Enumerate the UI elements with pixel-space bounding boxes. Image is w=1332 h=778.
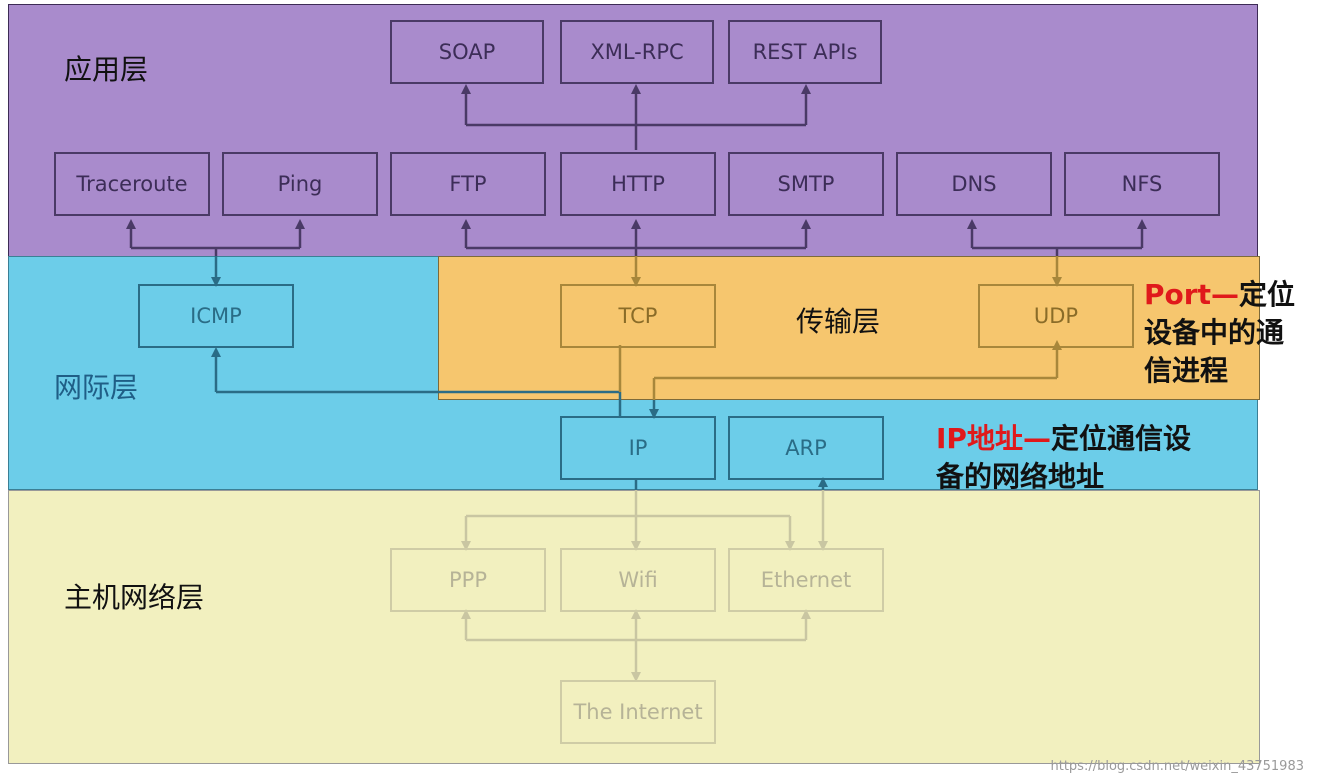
- port-annotation-term: Port—: [1144, 278, 1239, 311]
- protocol-box-ping: Ping: [222, 152, 378, 216]
- protocol-box-tcp: TCP: [560, 284, 716, 348]
- udp-to-ip-connector: [652, 340, 1062, 400]
- protocol-box-rest-apis: REST APIs: [728, 20, 882, 84]
- ip-annotation-line2: 备的网络地址: [936, 460, 1105, 493]
- port-annotation-line3: 信进程: [1144, 354, 1229, 387]
- port-annotation-line2: 设备中的通: [1144, 316, 1285, 349]
- protocol-box-ethernet: Ethernet: [728, 548, 884, 612]
- protocol-box-ppp: PPP: [390, 548, 546, 612]
- protocol-box-http: HTTP: [560, 152, 716, 216]
- protocol-box-dns: DNS: [896, 152, 1052, 216]
- protocol-box-traceroute: Traceroute: [54, 152, 210, 216]
- transport-layer-label: 传输层: [796, 305, 881, 338]
- port-annotation-line1: 定位: [1238, 278, 1295, 311]
- protocol-box-nfs: NFS: [1064, 152, 1220, 216]
- internet-layer-label: 网际层: [54, 371, 139, 404]
- link-to-internet-connector: [461, 609, 811, 682]
- protocol-box-smtp: SMTP: [728, 152, 884, 216]
- tcp-to-ftp-http-smtp-connector: [461, 219, 811, 256]
- host-network-layer-label: 主机网络层: [64, 581, 205, 614]
- icmp-to-traceroute-ping-connector: [126, 219, 305, 256]
- protocol-box-arp: ARP: [728, 416, 884, 480]
- udp-to-dns-nfs-connector: [967, 219, 1147, 256]
- protocol-box-wifi: Wifi: [560, 548, 716, 612]
- protocol-box-udp: UDP: [978, 284, 1134, 348]
- ip-annotation-term: IP地址—: [936, 422, 1051, 455]
- protocol-box-ftp: FTP: [390, 152, 546, 216]
- protocol-box-xmlrpc: XML-RPC: [560, 20, 714, 84]
- protocol-box-ip: IP: [560, 416, 716, 480]
- protocol-box-the-internet: The Internet: [560, 680, 716, 744]
- http-to-apis-connector: [461, 84, 811, 150]
- watermark-text: https://blog.csdn.net/weixin_43751983: [1050, 759, 1304, 774]
- host-network-layer-band: [8, 490, 1260, 764]
- ip-annotation-line1: 定位通信设: [1050, 422, 1191, 455]
- port-annotation: Port—定位 设备中的通 信进程: [1144, 276, 1295, 390]
- protocol-box-soap: SOAP: [390, 20, 544, 84]
- application-layer-label: 应用层: [64, 53, 149, 86]
- ip-address-annotation: IP地址—定位通信设 备的网络地址: [936, 420, 1191, 496]
- ip-to-icmp-tcp-connector: [211, 347, 622, 416]
- protocol-box-icmp: ICMP: [138, 284, 294, 348]
- transport-layer-band: [438, 256, 1260, 400]
- ip-to-link-connector: [461, 490, 795, 551]
